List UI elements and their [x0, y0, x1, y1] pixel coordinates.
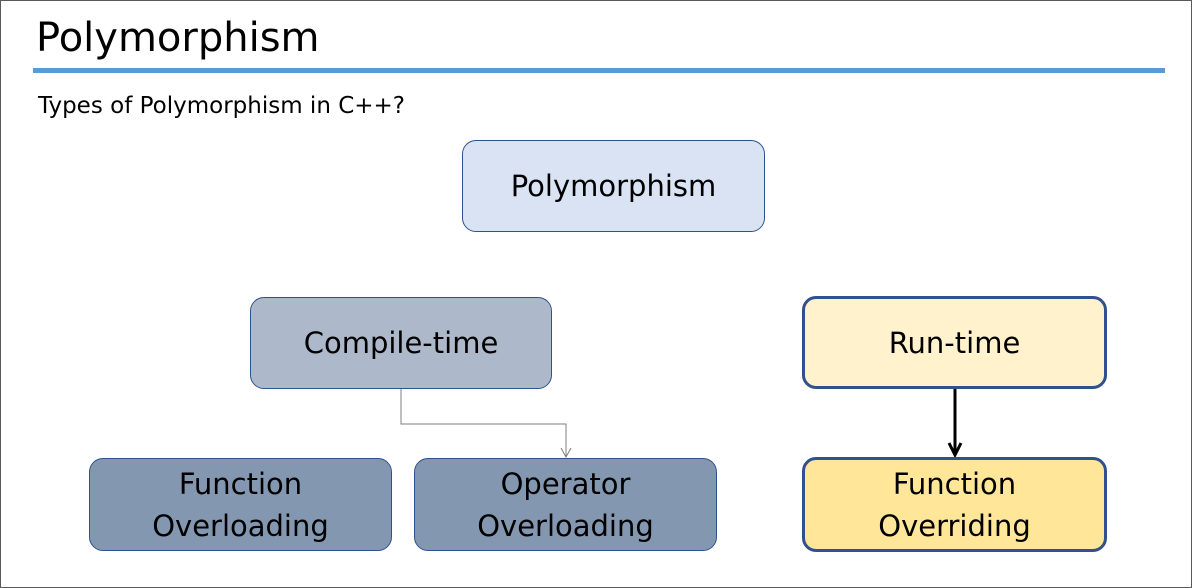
title-underline	[33, 68, 1165, 73]
operator-overloading-line2: Overloading	[477, 508, 654, 543]
function-overloading-line1: Function	[178, 466, 303, 501]
function-overloading-box: Function Overloading	[89, 458, 392, 551]
polymorphism-box: Polymorphism	[462, 140, 765, 232]
function-overriding-line2: Overriding	[878, 508, 1031, 543]
slide-subtitle: Types of Polymorphism in C++?	[38, 93, 406, 119]
run-time-box-label: Run-time	[888, 325, 1021, 360]
operator-overloading-line1: Operator	[500, 466, 631, 501]
compile-to-operator-connector	[400, 389, 572, 459]
function-overriding-line1: Function	[892, 466, 1017, 501]
run-time-box: Run-time	[802, 296, 1107, 389]
slide-title: Polymorphism	[36, 15, 320, 61]
compile-time-box: Compile-time	[250, 297, 552, 389]
compile-time-box-label: Compile-time	[303, 326, 499, 360]
operator-overloading-box: Operator Overloading	[414, 458, 717, 551]
polymorphism-box-label: Polymorphism	[510, 169, 717, 203]
function-overloading-line2: Overloading	[152, 508, 329, 543]
function-overriding-box: Function Overriding	[802, 457, 1107, 552]
